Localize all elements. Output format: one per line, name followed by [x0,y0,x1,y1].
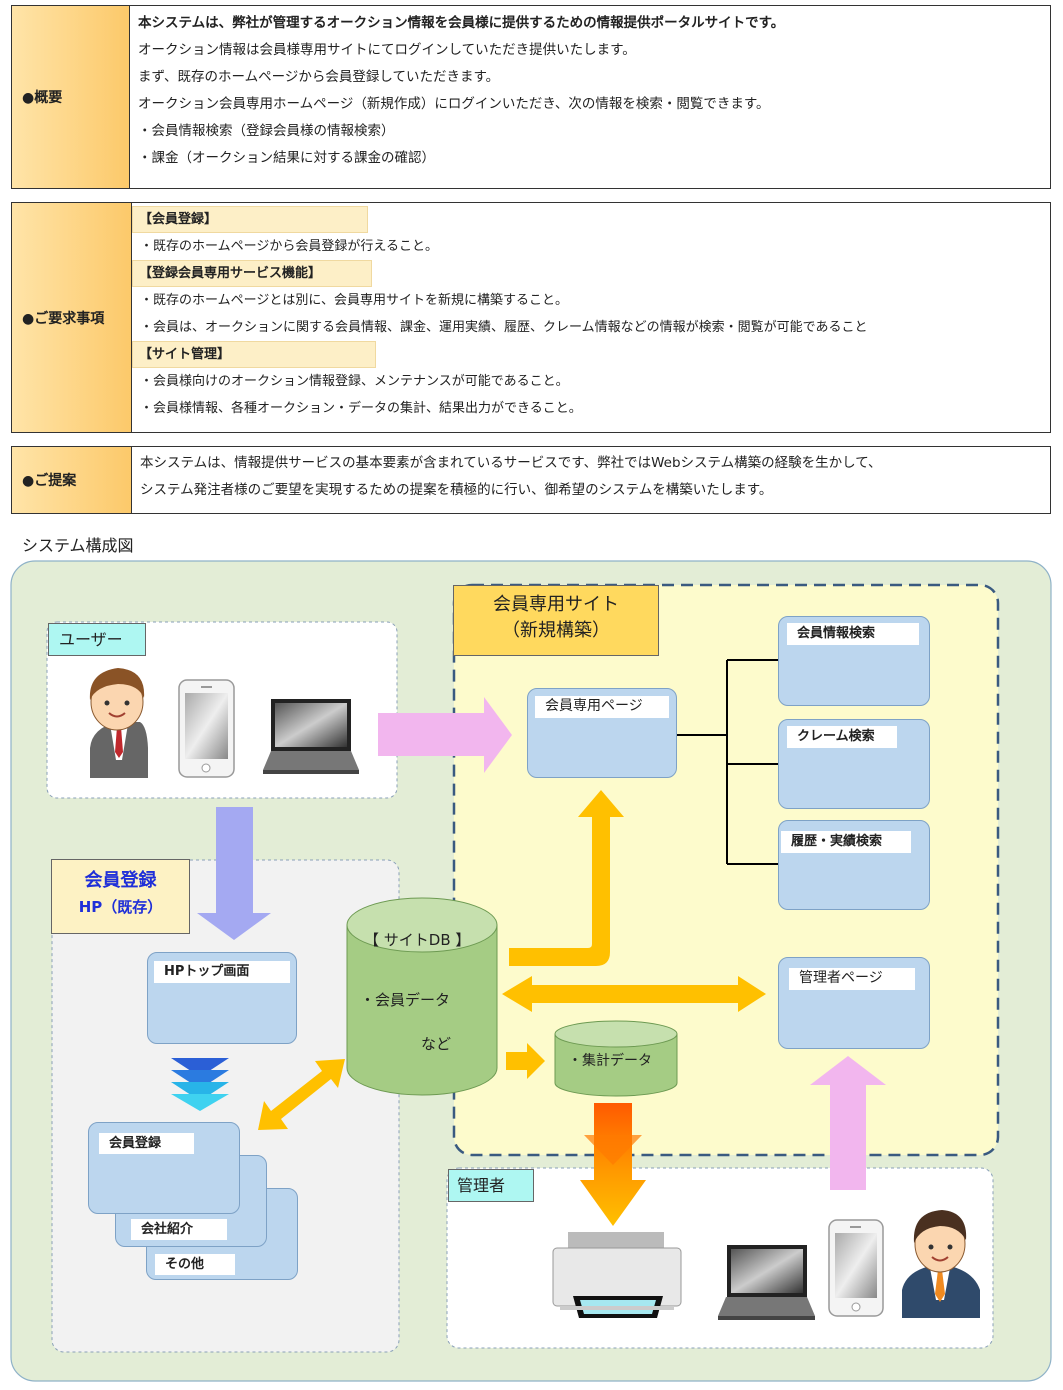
member-site-title: 会員専用サイト （新規構築） [453,585,659,656]
member-page-box: 会員専用ページ [527,688,677,778]
diagram-caption: システム構成図 [22,536,134,555]
site-db-cylinder [346,897,498,1096]
member-info-search-label: 会員情報検索 [787,623,919,645]
proposal-body: 本システムは、情報提供サービスの基本要素が含まれているサービスです、弊社ではWe… [132,447,1050,513]
req-header-registration: 【会員登録】 [132,206,368,233]
admin-label: 管理者 [448,1169,534,1202]
overview-line: 本システムは、弊社が管理するオークション情報を会員様に提供するための情報提供ポー… [138,15,785,31]
req-line: ・会員は、オークションに関する会員情報、課金、運用実績、履歴、クレーム情報などの… [140,320,868,335]
db-title: 【 サイトDB 】 [364,931,471,949]
registration-title-line1: 会員登録 [84,870,157,891]
printer-icon [552,1232,682,1318]
hp-top-box: HPトップ画面 [147,952,297,1044]
req-header-site-admin: 【サイト管理】 [132,341,376,368]
registration-title: 会員登録 HP（既存） [51,859,190,934]
requirements-body: 【会員登録】 ・既存のホームページから会員登録が行えること。 【登録会員専用サー… [132,203,1050,432]
user-person-icon [89,668,148,778]
req-header-member-service: 【登録会員専用サービス機能】 [132,260,372,287]
claim-search-label: クレーム検索 [787,726,897,748]
agg-data-cylinder [554,1020,678,1097]
history-search-box: 履歴・実績検索 [778,820,930,910]
page-company-label: 会社紹介 [131,1219,227,1240]
proposal-label: ●ご提案 [12,447,132,513]
admin-smartphone-icon [828,1219,884,1317]
pink-arrow-up [810,1056,886,1190]
requirements-label: ●ご要求事項 [12,203,132,432]
db-line1: ・会員データ [360,991,451,1009]
proposal-section: ●ご提案 本システムは、情報提供サービスの基本要素が含まれているサービスです、弊… [11,446,1051,514]
pink-arrow-right [378,697,512,773]
member-site-title-line2: （新規構築） [502,620,610,641]
db-line2: など [421,1035,452,1053]
req-line: ・既存のホームページとは別に、会員専用サイトを新規に構築すること。 [140,293,568,308]
user-smartphone-icon [178,679,235,778]
page-other-label: その他 [155,1254,235,1275]
orange-double-arrow-db-pages [258,1059,345,1130]
lavender-arrow-down [197,807,271,940]
blue-chevrons-icon [171,1058,229,1111]
orange-arrow-db-to-page [509,790,624,966]
admin-page-box: 管理者ページ [778,957,930,1049]
registration-title-line2: HP（既存） [78,898,163,916]
connector-lines [677,659,778,865]
requirements-section: ●ご要求事項 【会員登録】 ・既存のホームページから会員登録が行えること。 【登… [11,202,1051,433]
admin-page-label: 管理者ページ [789,968,915,990]
proposal-line: システム発注者様のご要望を実現するための提案を積極的に行い、御希望のシステムを構… [140,482,773,498]
admin-laptop-icon [718,1245,815,1320]
user-label: ユーザー [48,623,146,656]
member-site-title-line1: 会員専用サイト [493,594,619,615]
overview-label: ●概要 [12,6,130,188]
overview-line: ・課金（オークション結果に対する課金の確認） [138,150,435,166]
req-line: ・会員様向けのオークション情報登録、メンテナンスが可能であること。 [140,374,569,389]
admin-person-icon [902,1210,980,1318]
proposal-line: 本システムは、情報提供サービスの基本要素が含まれているサービスです、弊社ではWe… [140,455,882,471]
claim-search-box: クレーム検索 [778,719,930,809]
agg-data-label: ・集計データ [568,1053,652,1069]
overview-body: 本システムは、弊社が管理するオークション情報を会員様に提供するための情報提供ポー… [130,6,1050,188]
orange-double-arrow-db-admin [502,976,766,1012]
user-laptop-icon [263,699,359,774]
page-registration-box: 会員登録 [88,1122,240,1214]
orange-arrow-shadow [584,1135,642,1165]
req-line: ・会員様情報、各種オークション・データの集計、結果出力ができること。 [140,401,582,416]
orange-arrow-to-agg [506,1043,545,1079]
overview-section: ●概要 本システムは、弊社が管理するオークション情報を会員様に提供するための情報… [11,5,1051,189]
member-info-search-box: 会員情報検索 [778,616,930,706]
member-page-label: 会員専用ページ [535,696,669,718]
history-search-label: 履歴・実績検索 [781,831,911,853]
overview-line: オークション情報は会員様専用サイトにてログインしていただき提供いたします。 [138,42,636,58]
overview-line: オークション会員専用ホームページ（新規作成）にログインいただき、次の情報を検索・… [138,96,770,112]
overview-line: まず、既存のホームページから会員登録していただきます。 [138,69,500,85]
overview-line: ・会員情報検索（登録会員様の情報検索） [138,123,395,139]
hp-top-label: HPトップ画面 [154,961,290,983]
page-registration-label: 会員登録 [99,1133,194,1154]
req-line: ・既存のホームページから会員登録が行えること。 [140,239,438,254]
